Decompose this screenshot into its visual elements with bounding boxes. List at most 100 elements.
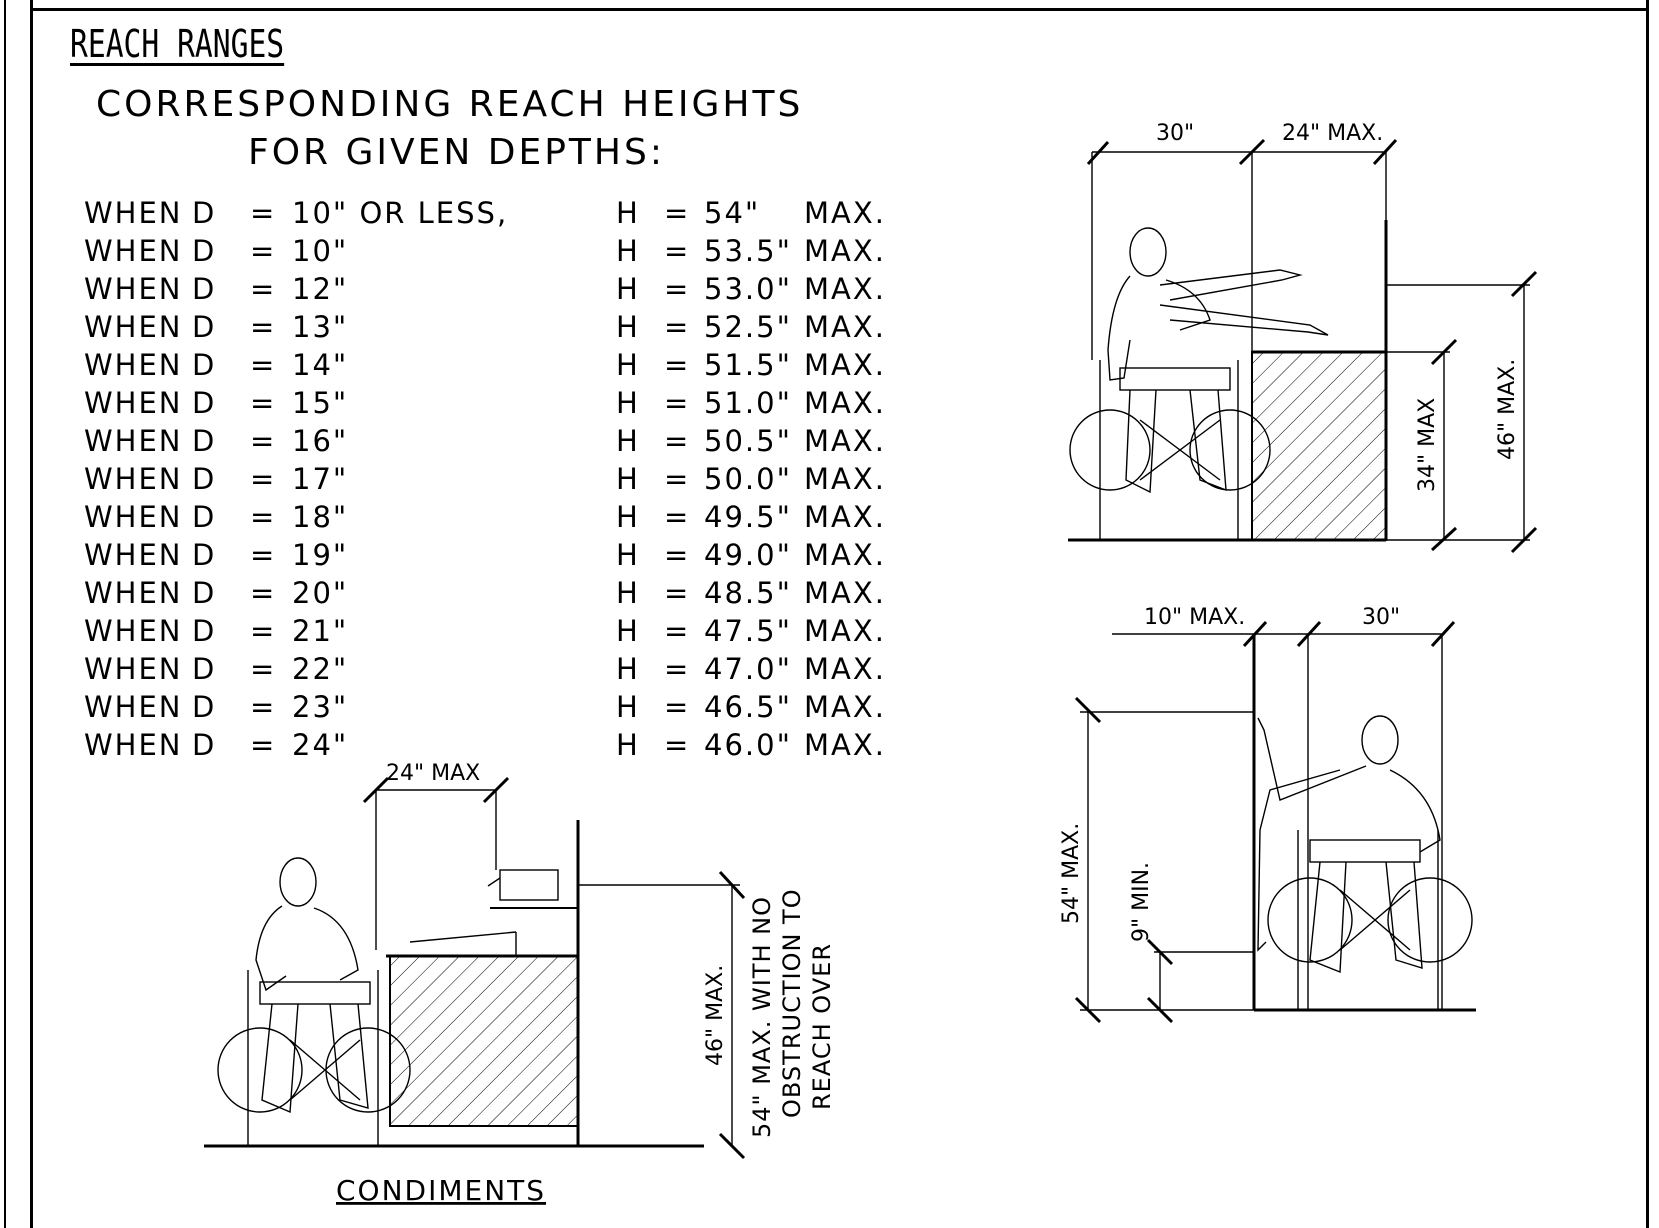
row-eq1: = [250,500,277,534]
sheet-border-left-outer [4,0,6,1228]
page-title: REACH RANGES [70,22,285,66]
dim-low-reach-label: 9" MIN. [1129,862,1154,942]
sheet-border-top [30,8,1649,11]
row-eq2: = [664,234,691,268]
row-d: D [192,500,217,534]
row-max: MAX. [804,386,886,420]
row-height: 47.5" [704,614,792,648]
dim-reach-label: 24" MAX. [1282,121,1383,146]
row-eq2: = [664,652,691,686]
row-h: H [616,424,640,458]
row-height: 49.0" [704,538,792,572]
row-height: 48.5" [704,576,792,610]
row-d: D [192,310,217,344]
row-max: MAX. [804,576,886,610]
row-eq1: = [250,272,277,306]
row-depth: 12" [292,272,349,306]
row-height: 51.5" [704,348,792,382]
row-eq1: = [250,728,277,762]
row-d: D [192,690,217,724]
row-depth: 10" [292,234,349,268]
row-eq2: = [664,424,691,458]
dim-counter-label: 34" MAX [1415,398,1440,492]
row-d: D [192,538,217,572]
row-max: MAX. [804,614,886,648]
row-h: H [616,196,640,230]
row-h: H [616,272,640,306]
row-height: 50.0" [704,462,792,496]
row-when: WHEN [84,500,183,534]
row-h: H [616,728,640,762]
row-eq2: = [664,690,691,724]
row-d: D [192,652,217,686]
row-eq1: = [250,576,277,610]
row-h: H [616,690,640,724]
row-eq2: = [664,310,691,344]
row-eq2: = [664,614,691,648]
subtitle-line-1: CORRESPONDING REACH HEIGHTS [96,84,804,125]
row-depth: 14" [292,348,349,382]
row-when: WHEN [84,348,183,382]
dim-depth-label: 30" [1156,121,1194,146]
row-d: D [192,424,217,458]
row-depth: 22" [292,652,349,686]
row-d: D [192,348,217,382]
row-depth: 13" [292,310,349,344]
row-eq2: = [664,386,691,420]
row-h: H [616,538,640,572]
condiments-reach-diagram: 24" MAX 46" MAX. 54" MAX. WITH NO OBSTRU… [204,761,836,1207]
row-eq1: = [250,234,277,268]
row-depth: 15" [292,386,349,420]
row-eq2: = [664,500,691,534]
dim-condiment-height-label: 46" MAX. [703,965,728,1066]
row-max: MAX. [804,690,886,724]
row-depth: 10" OR LESS, [292,196,509,230]
row-h: H [616,386,640,420]
condiments-caption: CONDIMENTS [336,1174,546,1207]
row-d: D [192,614,217,648]
row-max: MAX. [804,424,886,458]
row-eq2: = [664,576,691,610]
dim-offset-label: 10" MAX. [1144,605,1245,630]
row-when: WHEN [84,234,183,268]
row-d: D [192,576,217,610]
subtitle-line-2: FOR GIVEN DEPTHS: [248,132,665,173]
row-d: D [192,234,217,268]
row-depth: 18" [292,500,349,534]
row-h: H [616,652,640,686]
row-h: H [616,462,640,496]
row-height: 46.0" [704,728,792,762]
row-h: H [616,348,640,382]
row-d: D [192,272,217,306]
row-max: MAX. [804,272,886,306]
row-max: MAX. [804,348,886,382]
row-max: MAX. [804,462,886,496]
row-eq1: = [250,614,277,648]
row-eq2: = [664,728,691,762]
row-eq1: = [250,348,277,382]
row-eq2: = [664,348,691,382]
row-depth: 20" [292,576,349,610]
row-height: 53.5" [704,234,792,268]
dim-reach-height-label: 46" MAX. [1495,359,1520,460]
row-h: H [616,500,640,534]
forward-reach-over-counter-diagram: 30" 24" MAX. 34" MAX 46" MAX. [1068,121,1538,554]
sheet-border-right [1646,0,1649,1228]
row-eq1: = [250,690,277,724]
row-h: H [616,576,640,610]
row-depth: 21" [292,614,349,648]
row-height: 47.0" [704,652,792,686]
row-height: 51.0" [704,386,792,420]
row-when: WHEN [84,272,183,306]
row-eq1: = [250,652,277,686]
row-max: MAX. [804,652,886,686]
row-h: H [616,614,640,648]
row-eq1: = [250,424,277,458]
row-d: D [192,386,217,420]
row-when: WHEN [84,728,183,762]
row-eq2: = [664,462,691,496]
row-max: MAX. [804,310,886,344]
row-height: 52.5" [704,310,792,344]
row-max: MAX. [804,728,886,762]
